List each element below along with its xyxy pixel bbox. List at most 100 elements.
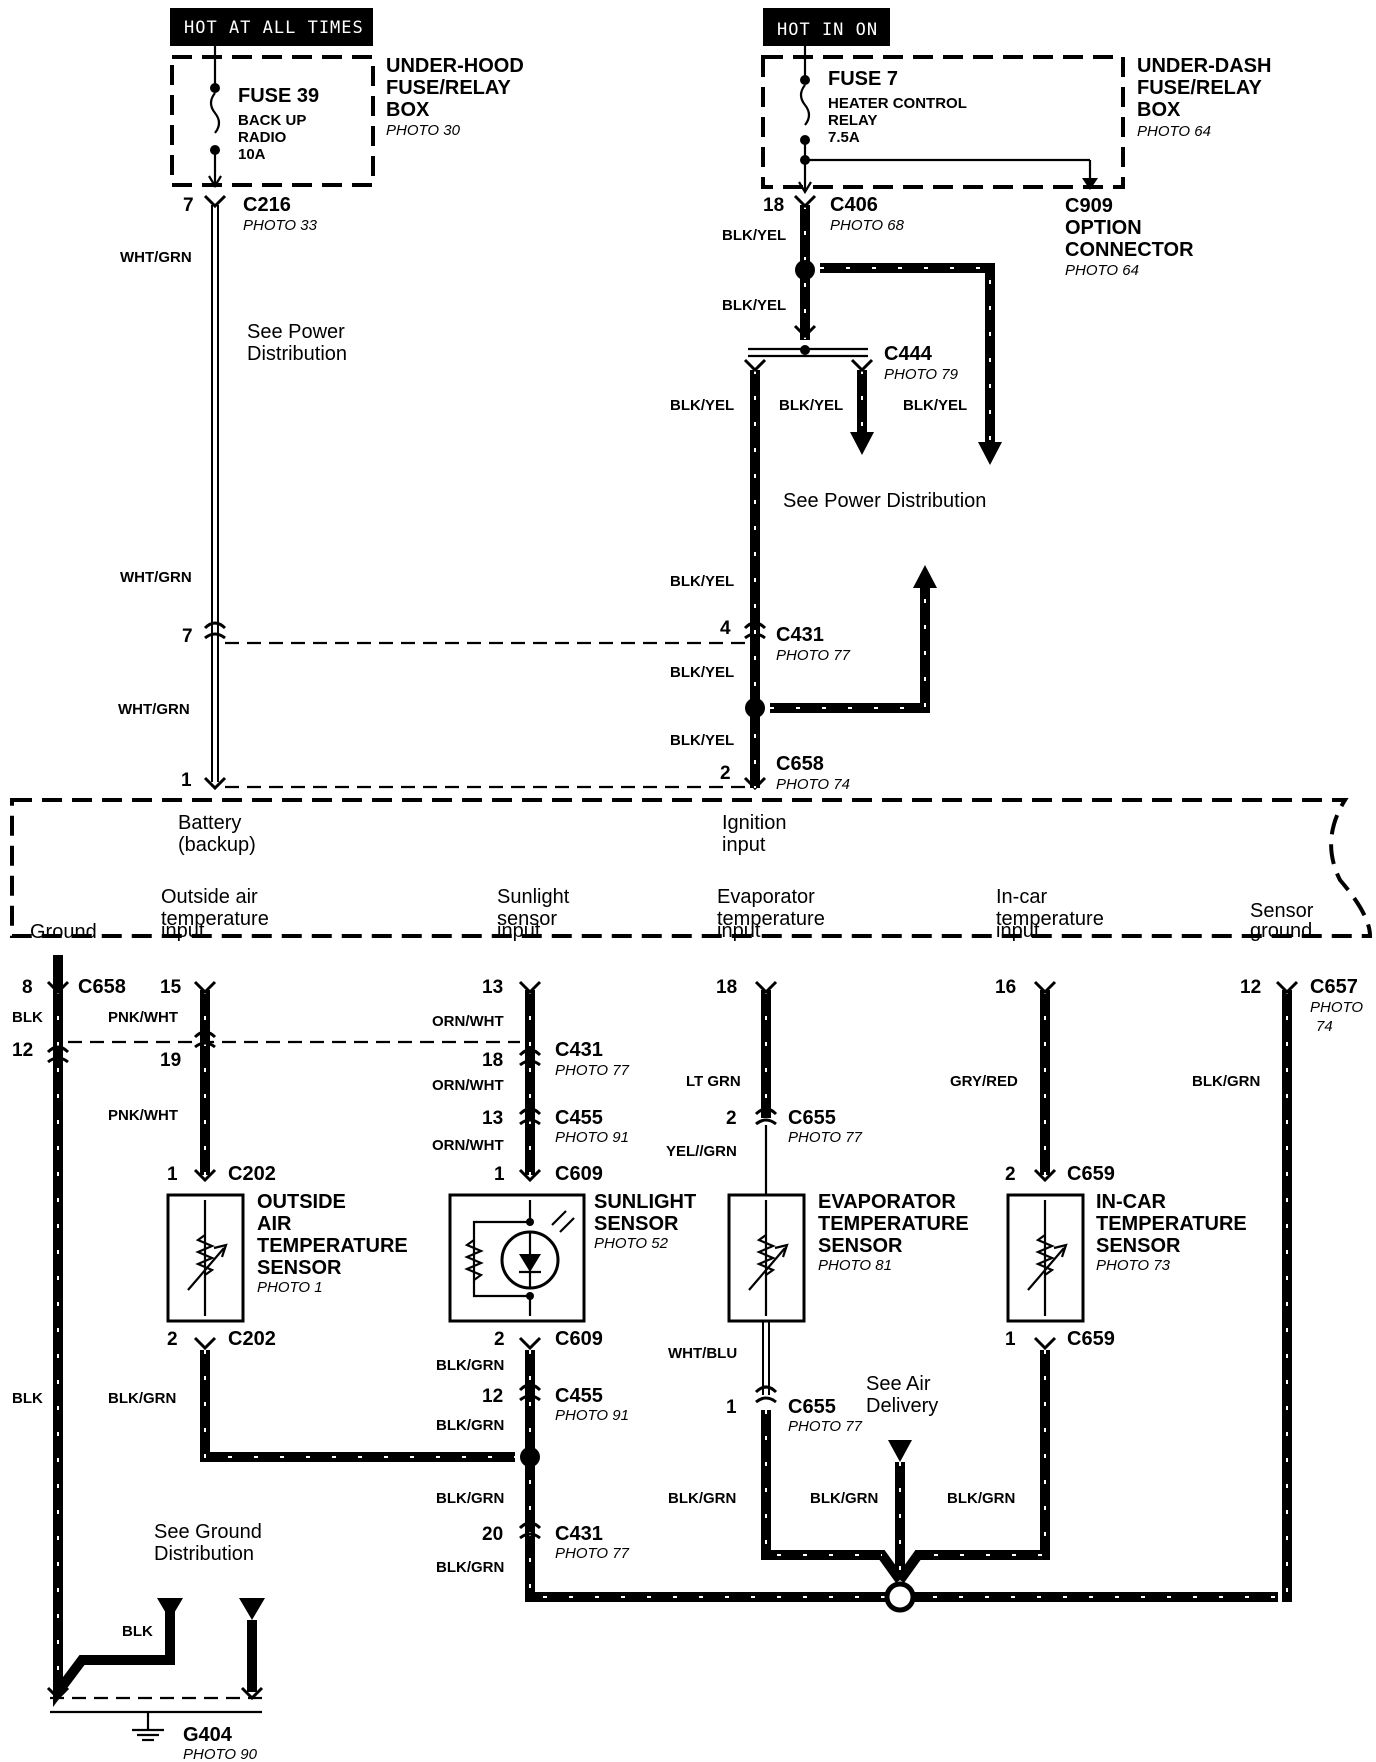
under-hood-label-2: FUSE/RELAY [386,77,512,99]
blk-yel-label-1: BLK/YEL [722,227,786,244]
blk-yel-label-3: BLK/YEL [670,397,734,414]
blk-label-2: BLK [12,1390,43,1407]
outside-air-input-label-1: Outside air [161,886,258,908]
evaporator-temperature-sensor-box [727,1193,806,1323]
c657-photo-2: 74 [1316,1018,1333,1035]
see-air-delivery-1: See Air [866,1373,931,1395]
c216-pin: 7 [183,195,194,216]
outside-air-input-label-3: input [161,920,205,942]
outside-air-sensor-line1: OUTSIDE [257,1191,346,1213]
c216-connector-symbol [203,194,227,209]
c658-bottom-symbol [46,980,264,1701]
pnk-wht-label-2: PNK/WHT [108,1107,178,1124]
c909-label-3: CONNECTOR [1065,239,1194,261]
blk-yel-label-4: BLK/YEL [779,397,843,414]
thermistor-icon [748,1200,789,1316]
wht-grn-label-2: WHT/GRN [120,569,192,586]
c431-top-left-symbol [203,621,227,640]
climate-control-unit-box [10,798,1373,938]
outside-air-sensor-line3: TEMPERATURE [257,1235,408,1257]
outside-air-temperature-sensor-box [166,1193,245,1323]
c655-symbols [754,980,778,1404]
under-hood-fuse-box [170,55,375,187]
c202-top-pin: 1 [167,1164,178,1185]
orn-wht-label-1: ORN/WHT [432,1013,504,1030]
hot-at-all-times-label: HOT AT ALL TIMES [184,18,364,38]
evaporator-input-label-1: Evaporator [717,886,815,908]
fuse-39-line2: RADIO [238,129,287,146]
ignition-input-label-1: Ignition [722,812,787,834]
under-hood-photo: PHOTO 30 [386,122,461,139]
c431-mid-pin-d: 18 [482,1050,503,1071]
evaporator-sensor-line3: SENSOR [818,1235,903,1257]
c431-mid-pin-a: 15 [160,977,182,998]
in-car-sensor-line2: TEMPERATURE [1096,1213,1247,1235]
c609-top-name: C609 [555,1163,603,1185]
wht-grn-label-3: WHT/GRN [118,701,190,718]
c659-bottom-pin: 1 [1005,1329,1016,1350]
fuse-7-name: FUSE 7 [828,68,898,90]
blk-label-1: BLK [12,1009,43,1026]
sunlight-input-label-1: Sunlight [497,886,570,908]
c657-pin: 12 [1240,977,1261,998]
see-power-distribution-left-2: Distribution [247,343,347,365]
c406-connector-symbol [793,194,817,209]
ignition-input-label-2: input [722,834,766,856]
see-ground-distribution-2: Distribution [154,1543,254,1565]
c909-photo: PHOTO 64 [1065,262,1139,279]
c659-symbols [1033,980,1057,1351]
c909-label-1: C909 [1065,195,1113,217]
under-hood-label-3: BOX [386,99,430,121]
blk-yel-label-5: BLK/YEL [903,397,967,414]
c657-symbol [1275,980,1299,995]
wht-grn-label-1: WHT/GRN [120,249,192,266]
c202-bottom-name: C202 [228,1328,276,1350]
blk-grn-label-3: BLK/GRN [436,1417,504,1434]
c659-top-pin-top: 16 [995,977,1016,998]
fuse-39-line1: BACK UP [238,112,306,129]
blk-ground-wire [50,955,265,1742]
outside-air-sensor-line4: SENSOR [257,1257,342,1279]
under-dash-label-3: BOX [1137,99,1181,121]
c658-bottom-pin-top: 8 [22,977,33,998]
blk-grn-label-2: BLK/GRN [436,1357,504,1374]
c431-mid-pin-c: 13 [482,977,503,998]
c406-name: C406 [830,194,878,216]
sensor-ground-label-2: ground [1250,920,1312,942]
evaporator-input-label-3: input [717,920,761,942]
fuse-7-rating: 7.5A [828,129,860,146]
lt-grn-label: LT GRN [686,1073,741,1090]
c444-name: C444 [884,343,933,365]
c455-top-pin: 13 [482,1108,503,1129]
evaporator-sensor-circuit [761,990,905,1583]
evaporator-sensor-line2: TEMPERATURE [818,1213,969,1235]
c658-top-pin-left: 1 [181,770,192,791]
in-car-input-label-2: temperature [996,908,1104,930]
hot-in-on-banner [763,8,890,46]
blk-grn-label-5: BLK/GRN [436,1559,504,1576]
c455-bottom-name: C455 [555,1385,603,1407]
c216-photo: PHOTO 33 [243,217,318,234]
sunlight-sensor-line1: SUNLIGHT [594,1191,696,1213]
c431-top-name: C431 [776,624,824,646]
fuse-7-line1: HEATER CONTROL [828,95,967,112]
c431-bottom-name: C431 [555,1523,603,1545]
see-air-delivery-2: Delivery [866,1395,938,1417]
photodiode-icon [464,1200,575,1316]
c658-bottom-name: C658 [78,976,126,998]
c658-top-left-symbol [203,776,227,791]
in-car-sensor-photo: PHOTO 73 [1096,1257,1171,1274]
c455-top-name: C455 [555,1107,603,1129]
sensor-ground-label-1: Sensor [1250,900,1314,922]
in-car-input-label-3: input [996,920,1040,942]
blk-yel-label-8: BLK/YEL [670,732,734,749]
c609-top-pin: 1 [494,1164,505,1185]
under-dash-fuse-box [761,55,1125,189]
in-car-sensor-circuit [895,990,1050,1583]
blk-grn-label-1: BLK/GRN [108,1390,176,1407]
sunlight-input-label-3: input [497,920,541,942]
c658-bottom-pin-bottom: 12 [12,1040,33,1061]
wht-blu-label: WHT/BLU [668,1345,737,1362]
c406-pin: 18 [763,195,784,216]
